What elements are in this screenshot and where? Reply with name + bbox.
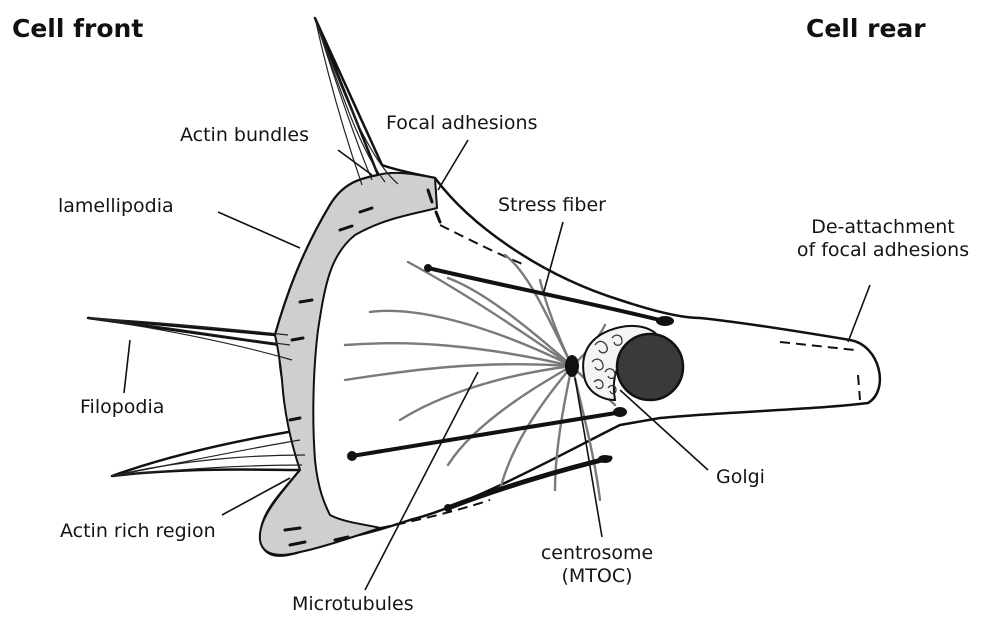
label-focal-adhesions: Focal adhesions [386,112,537,135]
label-centrosome: centrosome (MTOC) [522,542,672,588]
centrosome [565,355,579,377]
label-actin-bundles: Actin bundles [180,124,309,147]
cell-rear-heading: Cell rear [806,16,926,41]
cell-front-heading: Cell front [12,16,143,41]
leader-lamellipodia [218,212,300,248]
label-deattachment: De-attachment of focal adhesions [792,216,974,262]
nucleus [617,334,683,400]
label-deattachment-line1: De-attachment [792,216,974,239]
label-stress-fiber: Stress fiber [498,194,606,217]
label-centrosome-line2: (MTOC) [522,565,672,588]
label-deattachment-line2: of focal adhesions [792,239,974,262]
label-golgi: Golgi [716,466,765,489]
label-lamellipodia: lamellipodia [58,195,174,218]
leader-focal-adhesions [438,140,468,190]
label-microtubules: Microtubules [292,593,414,616]
label-filopodia: Filopodia [80,396,164,419]
label-centrosome-line1: centrosome [522,542,672,565]
leader-deattachment [848,285,870,342]
label-actin-rich-region: Actin rich region [60,520,216,543]
leader-filopodia [124,340,130,393]
